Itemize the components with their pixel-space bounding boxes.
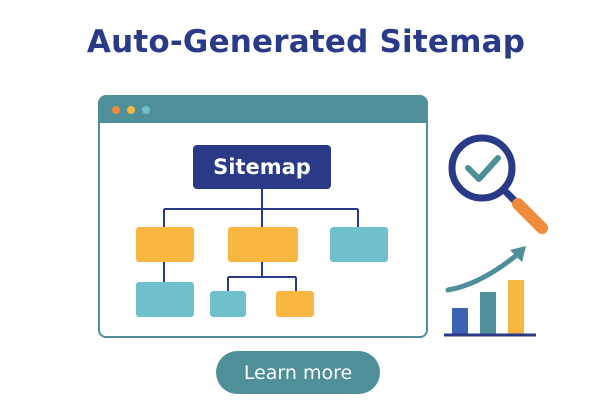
- page-title: Auto-Generated Sitemap: [86, 24, 526, 60]
- window-dot-yellow: [127, 106, 135, 114]
- sitemap-node-orange-left: [136, 227, 194, 262]
- window-titlebar: [100, 97, 426, 123]
- sitemap-node-teal-right: [330, 227, 388, 262]
- sitemap-diagram: [136, 189, 388, 317]
- sitemap-node-teal-small: [210, 291, 246, 317]
- sitemap-connectors: [163, 189, 359, 291]
- sitemap-root-node: Sitemap: [193, 145, 331, 189]
- window-dot-red: [112, 106, 120, 114]
- browser-window: Sitemap: [98, 95, 428, 338]
- sitemap-node-teal-left: [136, 282, 194, 317]
- magnifier-check-icon: [448, 134, 548, 234]
- learn-more-button[interactable]: Learn more: [216, 351, 380, 394]
- sitemap-node-orange-small: [276, 291, 314, 317]
- growth-chart-icon: [444, 246, 536, 337]
- window-dot-teal: [142, 106, 150, 114]
- sitemap-node-orange-center: [228, 227, 298, 262]
